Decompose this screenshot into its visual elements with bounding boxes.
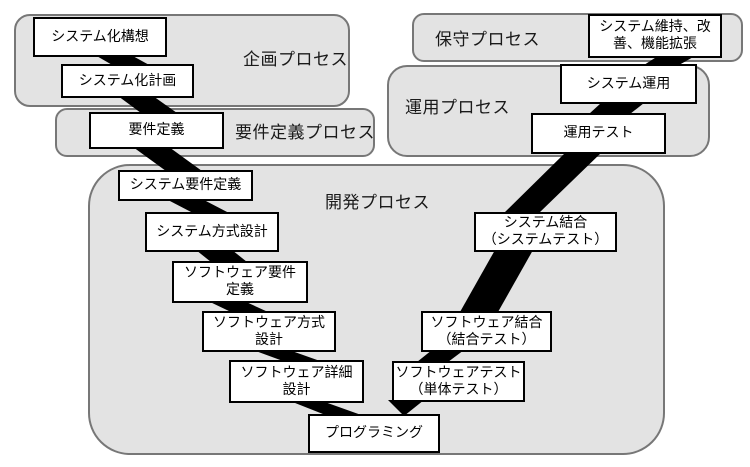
flow-ribbon-swinteg-sysinteg xyxy=(460,250,533,312)
flow-ribbon-plan-reqdef xyxy=(118,96,177,113)
node-system-design: システム方式設計 xyxy=(145,212,279,252)
flow-ribbon-reqdef-sysreq xyxy=(133,147,202,171)
node-system-requirements: システム要件定義 xyxy=(118,170,253,201)
node-programming: プログラミング xyxy=(308,414,440,453)
node-software-design: ソフトウェア方式 設計 xyxy=(202,311,336,352)
node-system-concept: システム化構想 xyxy=(33,17,167,57)
flow-ribbon-programming-swtest xyxy=(388,400,424,416)
flow-ribbon-concept-plan xyxy=(95,55,151,66)
flow-ribbon-swdetail-programming xyxy=(290,401,364,416)
label-operation-process: 運用プロセス xyxy=(405,98,510,118)
node-system-integration: システム結合 （システムテスト） xyxy=(474,212,617,252)
flow-ribbon-swdesign-swdetail xyxy=(253,350,320,361)
flow-ribbon-sysdesign-swreq xyxy=(196,250,247,262)
node-operation-test: 運用テスト xyxy=(531,113,666,154)
flow-ribbon-optest-sysop xyxy=(589,103,644,114)
node-system-operation: システム運用 xyxy=(560,64,697,104)
label-planning-process: 企画プロセス xyxy=(243,50,348,70)
node-system-plan: システム化計画 xyxy=(61,64,194,98)
label-maintenance-process: 保守プロセス xyxy=(435,30,540,50)
flow-ribbon-swtest-swinteg xyxy=(417,350,464,362)
label-requirements-process: 要件定義プロセス xyxy=(235,123,375,143)
node-software-integration: ソフトウェア結合 （結合テスト） xyxy=(421,311,552,352)
node-system-maintenance: システム維持、改 善、機能拡張 xyxy=(588,14,722,58)
node-software-requirements: ソフトウェア要件 定義 xyxy=(172,261,308,303)
flow-ribbon-swreq-swdesign xyxy=(208,301,268,312)
node-requirements-definition: 要件定義 xyxy=(89,112,224,149)
flow-ribbon-sysinteg-optest xyxy=(504,152,602,213)
node-software-test: ソフトウェアテスト （単体テスト） xyxy=(392,361,525,402)
label-development-process: 開発プロセス xyxy=(325,193,430,213)
node-software-detail-design: ソフトウェア詳細 設計 xyxy=(229,360,364,403)
flow-ribbon-sysreq-sysdesign xyxy=(168,200,229,213)
flow-ribbon-sysop-maintenance xyxy=(644,56,695,65)
